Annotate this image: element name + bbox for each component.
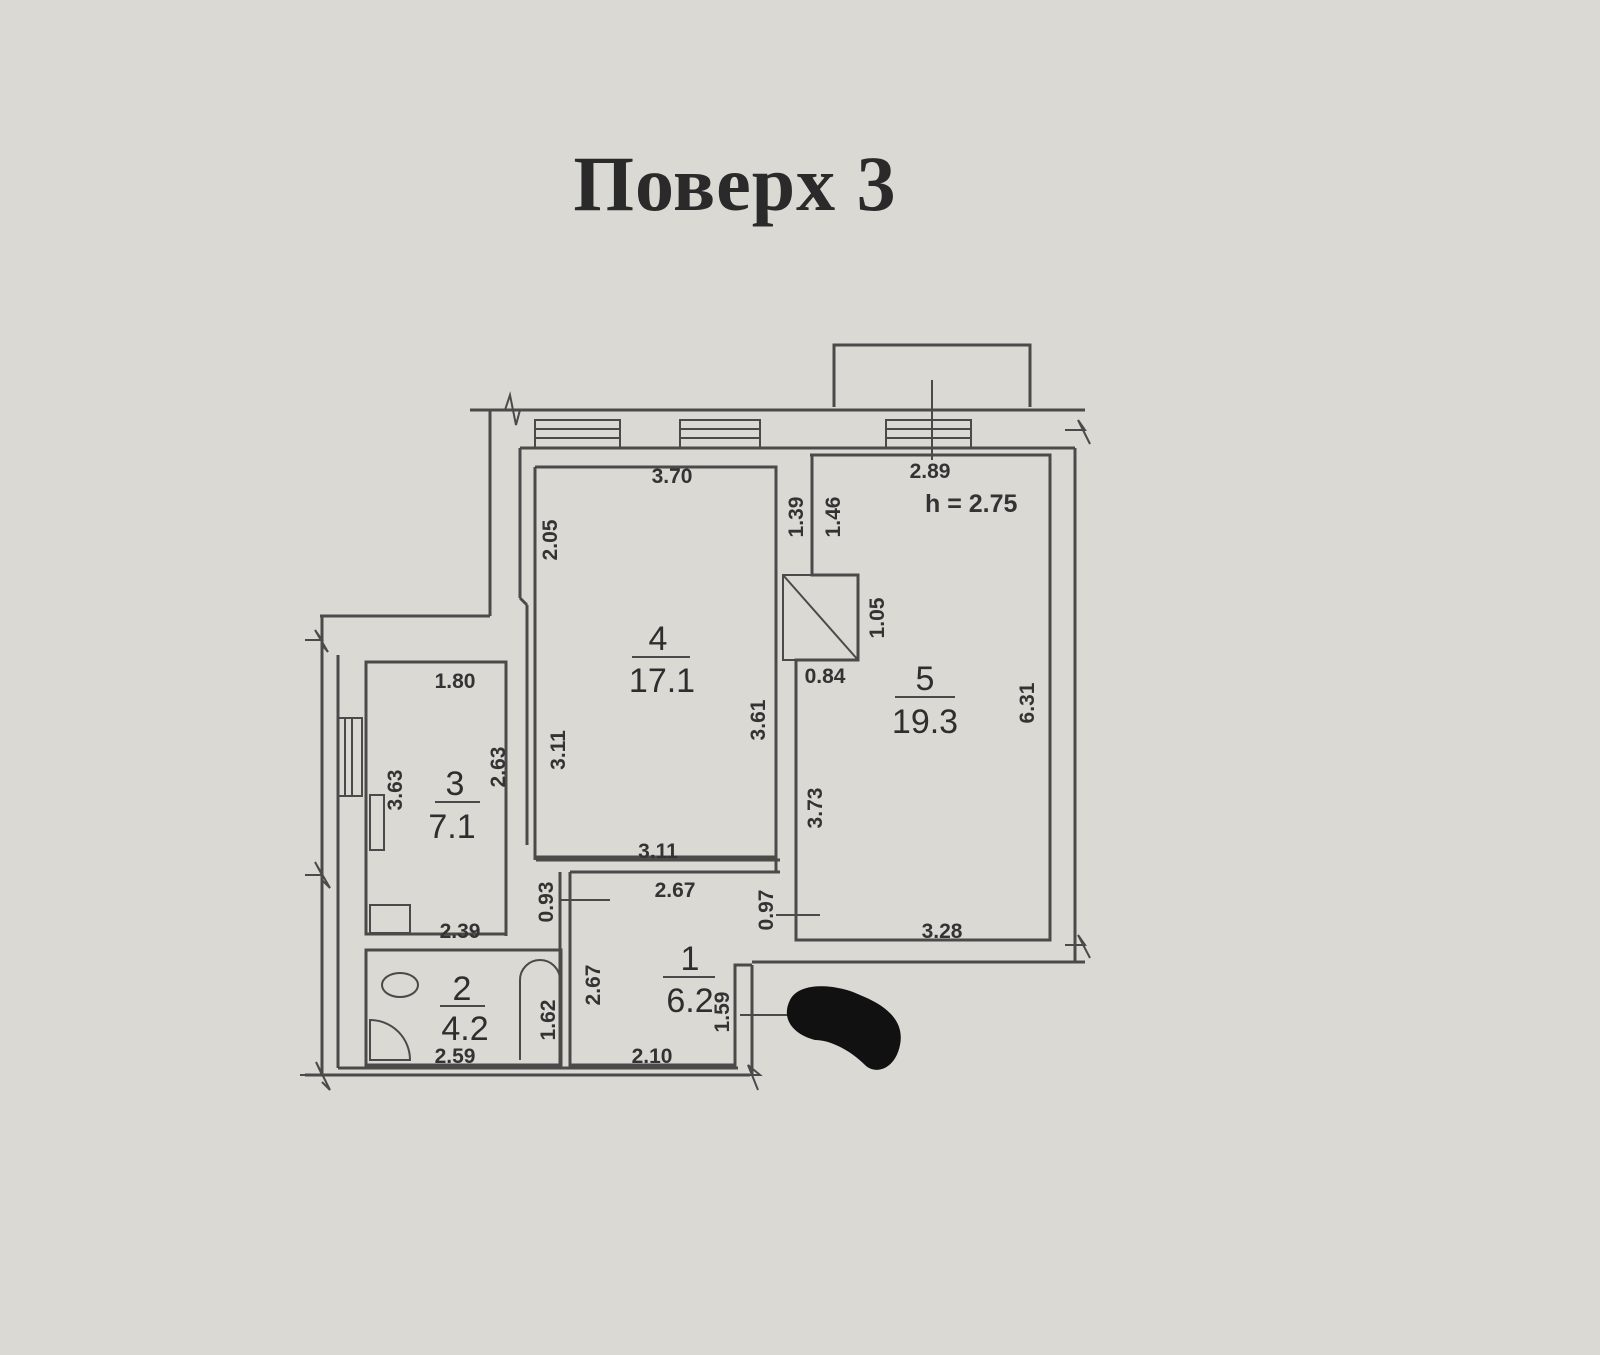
floor-title: Поверх 3 [573,140,896,227]
dim-label: 3.73 [804,788,827,829]
room-1-number: 1 [681,940,700,978]
room-3-area: 7.1 [428,808,475,846]
dim-label: 2.67 [655,879,696,902]
dim-label: 3.11 [638,840,678,863]
dim-label: 0.97 [755,890,778,931]
shower-icon [369,1018,412,1061]
toilet-icon [381,972,419,998]
dim-label: 1.46 [822,497,845,538]
room-2-area: 4.2 [441,1010,488,1048]
walls [300,343,1091,1091]
room-5-area: 19.3 [892,703,958,741]
room-5-number: 5 [916,660,935,698]
dim-label: 1.59 [711,992,734,1033]
dim-label: 2.10 [632,1045,673,1068]
dim-label: 1.05 [866,597,889,638]
redaction-scribble [786,986,901,1070]
dimension-labels: 3.70 2.89 1.80 0.84 3.11 2.67 2.39 3.28 … [384,460,1039,1068]
dim-label: 3.61 [747,699,770,740]
room-4-number: 4 [649,620,668,658]
room-labels: 4 17.1 5 19.3 3 7.1 2 4.2 1 6.2 h = 2.75 [428,490,1017,1048]
room-1-area: 6.2 [666,982,713,1020]
room-2-number: 2 [453,970,472,1008]
dim-label: 2.67 [582,965,605,1006]
dim-label: 2.59 [435,1045,476,1068]
dim-label: 1.62 [537,1000,560,1041]
ceiling-height: h = 2.75 [925,490,1018,518]
dim-label: 0.84 [805,665,846,688]
dim-label: 3.70 [652,465,693,488]
room-4-area: 17.1 [629,662,695,700]
dim-label: 2.05 [539,519,562,560]
dim-label: 2.63 [487,747,510,788]
dim-label: 6.31 [1016,682,1039,723]
dim-label: 1.80 [435,670,476,693]
stove-icon [369,794,385,851]
bathtub-icon [519,959,561,1060]
room-3-number: 3 [446,765,465,803]
sink-icon [369,904,411,934]
dim-label: 2.89 [910,460,951,483]
dim-label: 3.28 [922,920,963,943]
dim-label: 3.11 [547,730,570,770]
dim-label: 1.39 [785,497,808,538]
dim-label: 3.63 [384,770,407,811]
dim-label: 0.93 [535,882,558,923]
dim-label: 2.39 [440,920,481,943]
